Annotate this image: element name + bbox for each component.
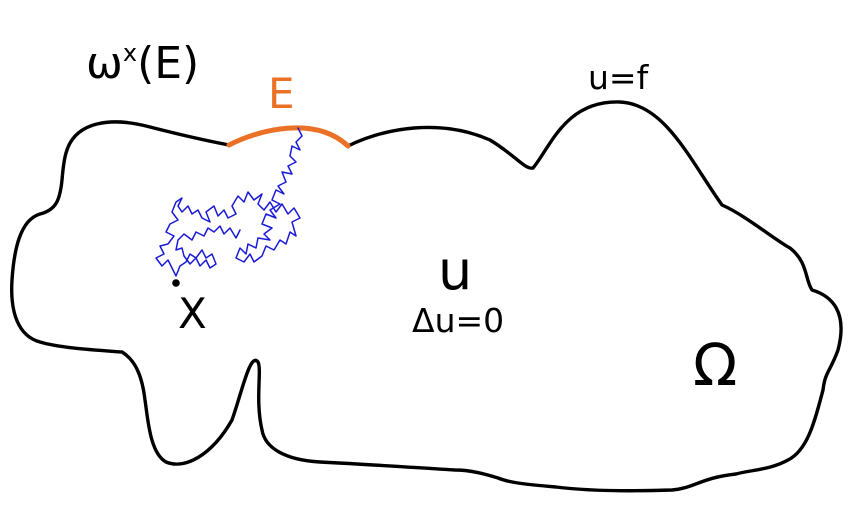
domain-label: Ω <box>693 331 738 399</box>
boundary-set-label: E <box>268 69 295 118</box>
start-point-label: X <box>178 289 207 338</box>
harmonic-measure-label: ωx(E) <box>86 39 199 86</box>
brownian-path <box>155 127 303 277</box>
laplace-equation-label: Δu=0 <box>412 301 505 340</box>
harmonic-measure-arg: (E) <box>137 38 200 89</box>
domain-outline <box>10 100 843 493</box>
boundary-condition-label: u=f <box>588 58 649 97</box>
function-label: u <box>438 239 473 302</box>
harmonic-measure-superscript: x <box>122 39 138 67</box>
harmonic-measure-base: ω <box>86 38 123 89</box>
start-point-dot <box>172 279 180 287</box>
boundary-set-e <box>226 125 351 149</box>
